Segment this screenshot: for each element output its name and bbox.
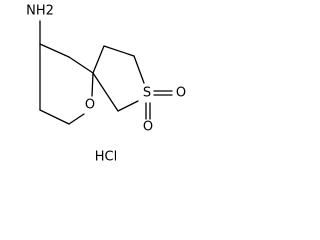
bond-o-c6 — [68, 113, 85, 125]
bond-c3-c4 — [103, 45, 135, 57]
bond-c6-c5 — [39, 109, 70, 125]
structure-canvas: NH2 O S O O HCl — [0, 0, 212, 180]
ring-oxygen-label: O — [85, 98, 95, 113]
molecule-drawing: NH2 O S O O HCl — [26, 4, 186, 165]
sulfur-label: S — [143, 86, 151, 101]
bond-c4-s — [133, 55, 145, 84]
bond-c1-c2 — [39, 43, 70, 58]
sulfonyl-oxygen-right-label: O — [176, 86, 186, 101]
sulfonyl-oxygen-bottom-label: O — [143, 120, 153, 135]
bond-c2-spiro — [68, 56, 94, 74]
amine-label: NH2 — [26, 4, 54, 19]
bond-c7-spiro — [92, 72, 119, 112]
bond-spiro-o — [91, 72, 94, 97]
salt-label: HCl — [95, 150, 117, 165]
bond-s-c7 — [117, 100, 139, 112]
bond-spiro-c3 — [92, 45, 105, 74]
